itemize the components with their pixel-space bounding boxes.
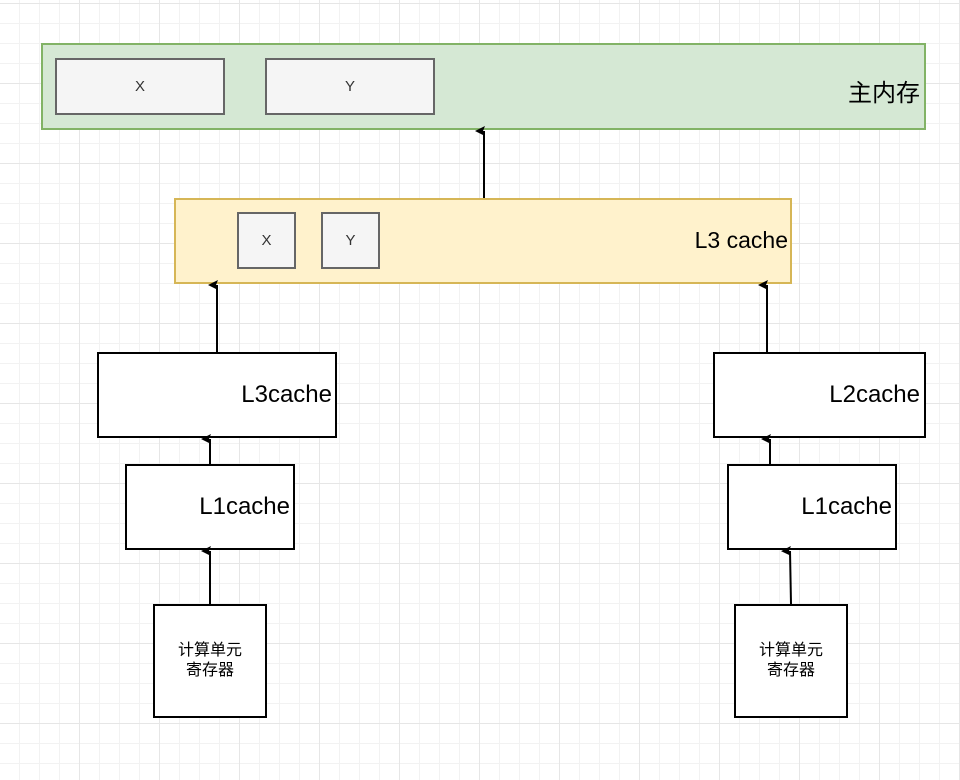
arrow-right-register-to-l1: [781, 545, 792, 605]
register-line2: 寄存器: [185, 662, 234, 679]
left-upper-cache-box: [97, 352, 337, 438]
cell-label: Y: [345, 232, 356, 249]
left-l1-cache-label: L1cache: [199, 493, 290, 520]
main-memory-cell-y: Y: [265, 58, 435, 115]
register-line2: 寄存器: [766, 662, 815, 679]
l3-cache-cell-x: X: [237, 212, 296, 269]
right-upper-cache-box: [713, 352, 926, 438]
register-line1: 计算单元: [177, 642, 242, 659]
right-l1-cache-box: [727, 464, 897, 550]
register-line1: 计算单元: [758, 642, 823, 659]
right-register-box: 计算单元 寄存器: [734, 604, 848, 718]
main-memory-cell-x: X: [55, 58, 225, 115]
left-register-box: 计算单元 寄存器: [153, 604, 267, 718]
right-l1-cache-label: L1cache: [801, 493, 892, 520]
cell-label: X: [134, 78, 145, 95]
left-upper-cache-label: L3cache: [241, 381, 332, 408]
l3-cache-cell-y: Y: [321, 212, 380, 269]
cell-label: X: [261, 232, 272, 249]
main-memory-label: 主内存: [848, 80, 920, 107]
right-upper-cache-label: L2cache: [829, 381, 920, 408]
l3-cache-label: L3 cache: [694, 227, 788, 253]
cell-label: Y: [344, 78, 355, 95]
